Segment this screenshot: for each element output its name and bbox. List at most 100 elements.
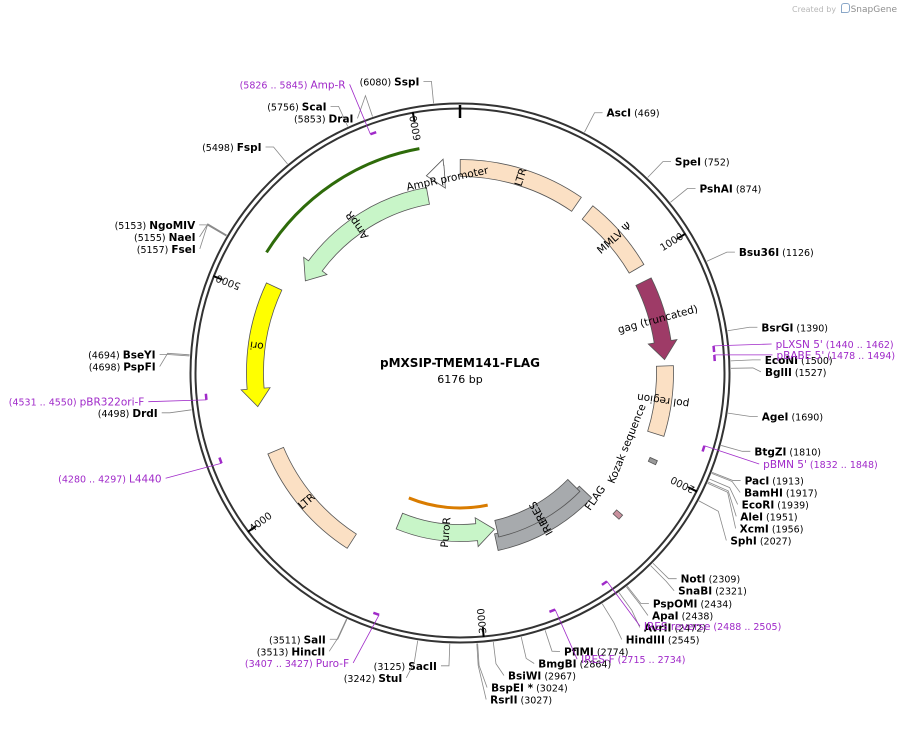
site-leader [709,478,739,505]
site-leader [650,565,675,591]
restriction-site[interactable]: (5155) NaeI [134,232,196,244]
restriction-site[interactable]: PshAI (874) [700,183,762,195]
scale-tick [481,626,485,638]
primer-mark [370,130,377,136]
primer-mark [372,611,380,617]
site-leader [159,354,190,357]
primer-leader [165,462,222,479]
restriction-site[interactable]: AvrII (2472) [644,623,706,635]
feature-flag[interactable] [612,509,624,520]
scale-tick [247,525,257,533]
feature-ampr-promoter[interactable] [425,158,446,189]
restriction-site[interactable]: (3242) StuI [344,673,403,685]
restriction-site[interactable]: PflMI (2774) [564,647,628,659]
primer-mark [204,393,208,400]
feature-ltr[interactable] [267,446,357,549]
restriction-site[interactable]: BglII (1527) [765,367,827,379]
restriction-site[interactable]: BtgZI (1810) [754,446,821,458]
feature-ampr[interactable] [303,187,430,282]
site-leader [647,161,671,178]
feature-pol-region[interactable] [647,365,674,437]
restriction-site[interactable]: HindIII (2545) [626,635,700,647]
scale-tick-label: 1000 [658,231,685,254]
scale-tick-label: 3000 [476,608,489,634]
primer-label[interactable]: pBABE 5' (1478 .. 1494) [776,350,895,362]
restriction-site[interactable]: BmgBI (2864) [538,659,611,671]
site-leader [544,630,561,652]
primer-label[interactable]: (3407 .. 3427) Puro-F [245,658,349,670]
site-leader [477,643,488,688]
feature-side-label: Kozak sequence [606,402,649,485]
restriction-site[interactable]: (5756) ScaI [267,101,326,113]
restriction-site[interactable]: NotI (2309) [681,574,741,586]
site-leader [730,359,761,362]
primer-leader [554,609,578,660]
restriction-site[interactable]: AleI (1951) [740,511,797,523]
credit-brand: SnapGene [850,5,897,15]
feature-label: LTR [513,167,530,188]
primer-mark [712,345,716,353]
site-leader [626,585,649,604]
feature-kozak-sequence[interactable] [647,456,658,466]
restriction-site[interactable]: AscI (469) [607,108,660,120]
restriction-site[interactable]: AgeI (1690) [762,411,823,423]
plasmid-name: pMXSIP-TMEM141-FLAG [380,356,540,370]
restriction-site[interactable]: (4698) PspFI [89,362,156,374]
site-leader [730,367,762,373]
primer-leader [704,445,760,465]
primer-mark [701,445,706,452]
restriction-site[interactable]: PacI (1913) [745,475,804,487]
primer-label[interactable]: IRES-F (2715 .. 2734) [581,654,685,666]
primer-label[interactable]: pBMN 5' (1832 .. 1848) [763,459,878,471]
restriction-site[interactable]: (5157) FseI [137,244,196,256]
restriction-site[interactable]: (5853) DraI [294,113,354,125]
primer-label[interactable]: (4531 .. 4550) pBR322ori-F [9,397,145,409]
restriction-site[interactable]: SpeI (752) [675,157,730,169]
primer-label[interactable]: IRES reverse (2488 .. 2505) [644,621,781,633]
restriction-site[interactable]: RsrII (3027) [490,695,552,707]
restriction-site[interactable]: (4694) BseYI [88,350,156,362]
restriction-site[interactable]: (3511) SalI [269,634,326,646]
restriction-site[interactable]: PspOMI (2434) [653,599,732,611]
site-leader [711,471,741,481]
restriction-site[interactable]: (3513) HincII [257,646,326,658]
feature-puror[interactable] [395,512,496,548]
restriction-site[interactable]: (4498) DrdI [98,408,158,420]
restriction-site[interactable]: (5153) NgoMIV [115,220,196,232]
primer-label[interactable]: (5826 .. 5845) Amp-R [240,79,346,91]
backbone-outer [189,102,731,644]
restriction-site[interactable]: EcoNI (1500) [765,355,833,367]
primer-mark [218,457,223,464]
feature-ori[interactable] [240,282,283,408]
site-leader [711,473,741,493]
restriction-site[interactable]: BsrGI (1390) [761,322,828,334]
site-leader [440,643,451,667]
restriction-site[interactable]: BspEI * (3024) [491,683,568,695]
restriction-site[interactable]: BsiWI (2967) [508,671,576,683]
primer-label[interactable]: pLXSN 5' (1440 .. 1462) [776,339,894,351]
restriction-site[interactable]: EcoRI (1939) [742,499,809,511]
feature-ires[interactable] [494,478,581,538]
scale-tick-label: 6000 [408,114,423,141]
feature-label: PuroR [439,517,454,549]
restriction-site[interactable]: SphI (2027) [730,535,791,547]
feature-gag-truncated-[interactable] [635,277,678,361]
site-leader [698,500,727,541]
restriction-site[interactable]: (3125) SacII [374,661,437,673]
feature-ltr[interactable] [459,159,582,212]
site-leader [670,187,696,203]
restriction-site[interactable]: BamHI (1917) [744,487,817,499]
feature-mmlv-[interactable] [581,205,645,274]
snapgene-logo-icon [840,3,850,13]
restriction-site[interactable]: Bsu36I (1126) [739,247,814,259]
restriction-site[interactable]: SnaBI (2321) [678,586,747,598]
restriction-site[interactable]: XcmI (1956) [740,523,804,535]
primer-label[interactable]: (4280 .. 4297) L4440 [58,473,161,485]
snapgene-credit: Created by SnapGene [792,3,897,15]
restriction-site[interactable]: (6080) SspI [360,76,420,88]
credit-prefix: Created by [792,5,837,14]
primer-leader [713,343,772,347]
restriction-site[interactable]: ApaI (2438) [652,611,713,623]
restriction-site[interactable]: (5498) FspI [202,142,261,154]
